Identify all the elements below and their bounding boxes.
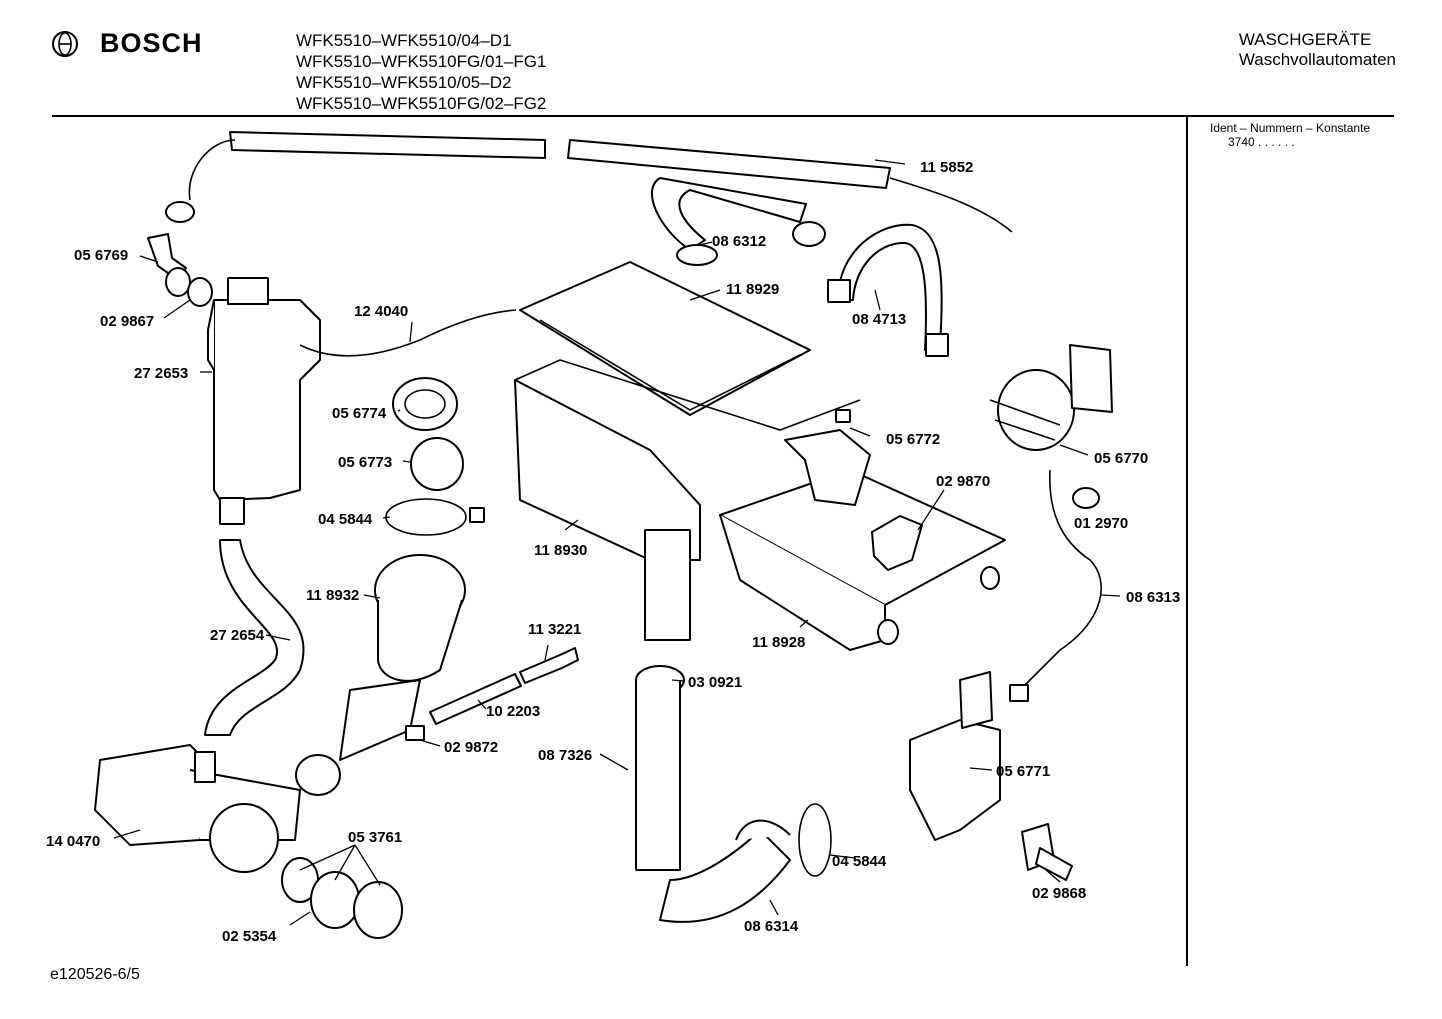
part-label-086314: 08 6314: [744, 918, 799, 935]
part-label-053761: 05 3761: [348, 829, 402, 846]
side-column-divider: [1186, 116, 1188, 966]
bosch-armature-icon: [52, 30, 78, 57]
hose-elbow: [650, 177, 826, 266]
part-label-124040: 12 4040: [354, 303, 408, 320]
drain-hose: [165, 131, 1013, 233]
part-label-056773: 05 6773: [338, 454, 392, 471]
model-line: WFK5510–WFK5510/04–D1: [296, 31, 512, 50]
part-label-029872: 02 9872: [444, 739, 498, 756]
header-divider: [52, 115, 1394, 117]
part-labels: 11 5852 08 6312 05 6769 11 8929 02 9867 …: [46, 159, 1180, 945]
siphon-parts: [784, 409, 871, 506]
part-label-056772: 05 6772: [886, 431, 940, 448]
drain-bellows: [295, 554, 466, 796]
part-label-025354: 02 5354: [222, 928, 277, 945]
diagram-code: e120526-6/5: [50, 966, 140, 983]
switch-housing: [909, 671, 1029, 841]
part-label-118928: 11 8928: [752, 634, 805, 651]
washer: [1072, 487, 1100, 509]
part-label-029867: 02 9867: [100, 313, 154, 330]
part-label-056774: 05 6774: [332, 405, 387, 422]
leader-lines: [113, 159, 1121, 926]
model-line: WFK5510–WFK5510/05–D2: [296, 73, 512, 92]
part-label-084713: 08 4713: [852, 311, 906, 328]
pump-seals: [281, 857, 403, 939]
part-label-118930: 11 8930: [534, 542, 587, 559]
ident-value: 3740 . . . . . .: [1228, 135, 1295, 149]
part-label-272654: 27 2654: [210, 627, 265, 644]
part-label-029870: 02 9870: [936, 473, 990, 490]
rod-assembly: [405, 647, 579, 741]
part-label-045844-upper: 04 5844: [318, 511, 373, 528]
part-label-056771: 05 6771: [996, 763, 1050, 780]
model-line: WFK5510–WFK5510FG/01–FG1: [296, 52, 547, 71]
hose-clamp: [827, 223, 949, 357]
ident-block: Ident – Nummern – Konstante 3740 . . . .…: [1210, 121, 1370, 149]
model-list: WFK5510–WFK5510/04–D1 WFK5510–WFK5510FG/…: [296, 30, 546, 114]
tray-lid: [519, 261, 811, 416]
ident-label: Ident – Nummern – Konstante: [1210, 121, 1371, 135]
part-label-056769: 05 6769: [74, 247, 128, 264]
part-label-140470: 14 0470: [46, 833, 100, 850]
part-label-012970: 01 2970: [1074, 515, 1128, 532]
standpipe: [635, 665, 791, 923]
part-label-118932: 11 8932: [306, 587, 359, 604]
part-label-113221: 11 3221: [528, 621, 581, 638]
part-label-029868: 02 9868: [1032, 885, 1086, 902]
part-label-272653: 27 2653: [134, 365, 188, 382]
drain-pump: [94, 744, 301, 873]
part-label-045844-lower: 04 5844: [832, 853, 887, 870]
plug-fitting: [1021, 823, 1073, 881]
parts-diagram: 11 5852 08 6312 05 6769 11 8929 02 9867 …: [46, 131, 1180, 945]
part-label-115852: 11 5852: [920, 159, 973, 176]
dispenser-tank: [207, 277, 321, 525]
part-label-056770: 05 6770: [1094, 450, 1148, 467]
part-label-087326: 08 7326: [538, 747, 592, 764]
hose-clamp-ring: [798, 803, 832, 877]
brand-logo: BOSCH: [50, 28, 203, 59]
dispenser-tray: [514, 359, 861, 641]
category-title: WASCHGERÄTE: [1238, 30, 1372, 49]
pressure-switch: [989, 344, 1113, 451]
seal-frame: [871, 515, 923, 571]
part-label-118929: 11 8929: [726, 281, 779, 298]
category-block: WASCHGERÄTE Waschvollautomaten: [1239, 30, 1396, 70]
part-label-086313: 08 6313: [1126, 589, 1180, 606]
thin-tube: [299, 309, 517, 357]
part-label-102203: 10 2203: [486, 703, 540, 720]
detergent-drawer: [719, 469, 1006, 651]
brand-name: BOSCH: [100, 28, 203, 58]
part-label-030921: 03 0921: [688, 674, 742, 691]
pressure-tube: [1019, 469, 1102, 691]
model-line: WFK5510–WFK5510FG/02–FG2: [296, 94, 547, 113]
seal-rings: [385, 377, 485, 536]
category-subtitle: Waschvollautomaten: [1238, 50, 1396, 69]
bent-hose: [204, 539, 305, 736]
part-label-086312: 08 6312: [712, 233, 766, 250]
fittings-left: [147, 233, 213, 307]
